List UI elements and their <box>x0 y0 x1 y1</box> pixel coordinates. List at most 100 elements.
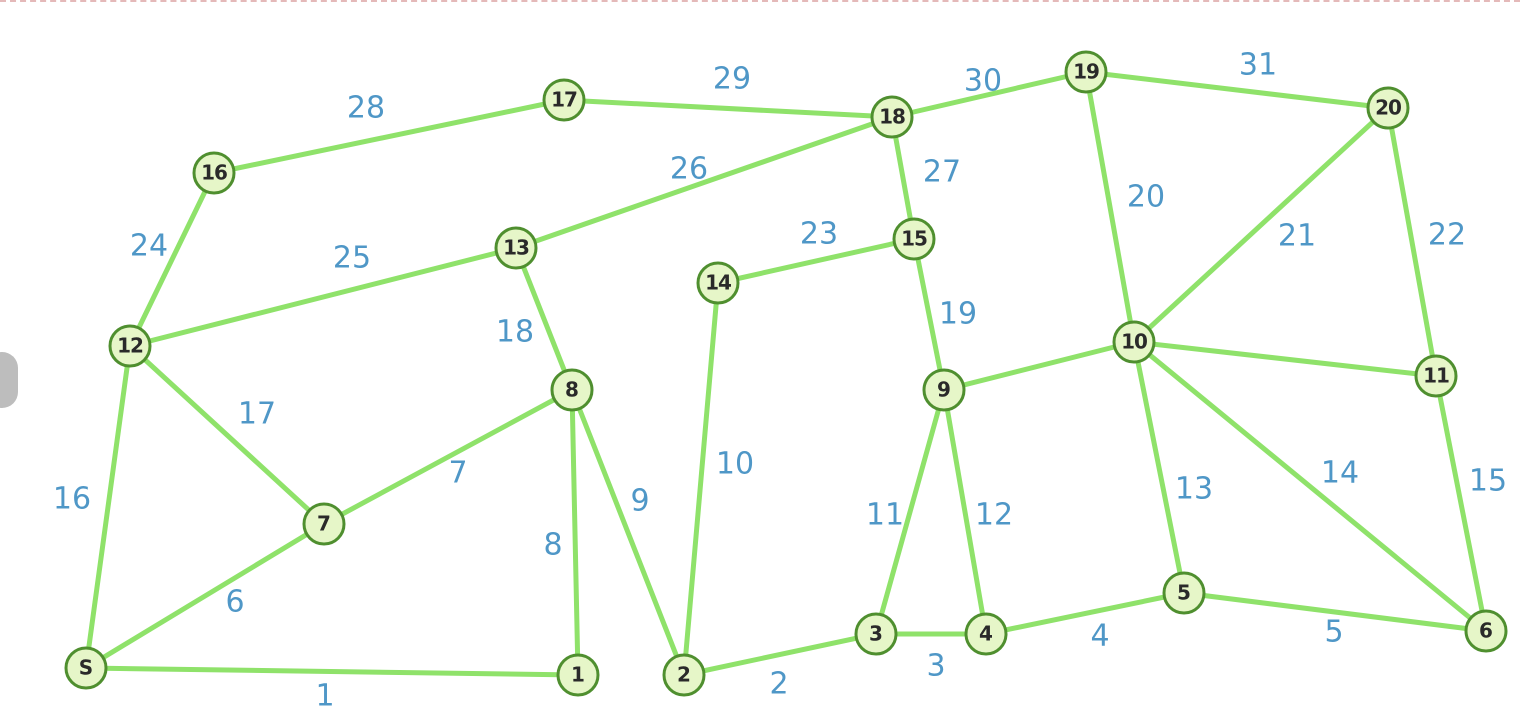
node-11: 11 <box>1414 354 1458 398</box>
edge-12-7 <box>127 343 327 527</box>
edge-S-12 <box>83 343 133 671</box>
edge-13-8 <box>513 245 575 393</box>
edge-weight-label: 14 <box>1321 456 1359 491</box>
edge-19-10 <box>1083 69 1137 345</box>
node-14: 14 <box>696 261 740 305</box>
node-10: 10 <box>1112 320 1156 364</box>
node-19: 19 <box>1064 50 1108 94</box>
node-label: S <box>79 656 93 680</box>
edge-weight-label: 26 <box>670 152 708 187</box>
edge-14-15 <box>715 236 917 286</box>
node-circle <box>108 324 152 368</box>
node-label: 5 <box>1177 581 1191 605</box>
edge-12-13 <box>127 245 519 349</box>
node-5: 5 <box>1162 571 1206 615</box>
edge-weight-label: 2 <box>769 667 788 702</box>
node-label: 14 <box>705 271 731 295</box>
edge-12-16 <box>127 170 217 349</box>
edge-weight-label: 8 <box>543 528 562 563</box>
edge-weight-label: 6 <box>225 585 244 620</box>
node-circle <box>1064 50 1108 94</box>
edge-8-2 <box>569 387 687 678</box>
edge-9-4 <box>941 387 989 637</box>
node-circle <box>1366 86 1410 130</box>
node-17: 17 <box>542 78 586 122</box>
node-circle <box>1414 354 1458 398</box>
node-label: 9 <box>937 378 951 402</box>
edge-weight-label: 5 <box>1324 615 1343 650</box>
edge-weight-label: 23 <box>800 217 838 252</box>
node-label: 7 <box>317 512 331 536</box>
node-7: 7 <box>302 502 346 546</box>
edge-weight-label: 9 <box>630 484 649 519</box>
edge-weight-label: 21 <box>1278 219 1316 254</box>
node-label: 2 <box>677 663 691 687</box>
node-label: 11 <box>1423 364 1449 388</box>
edge-7-8 <box>321 387 575 527</box>
node-circle <box>662 653 706 697</box>
node-S: S <box>64 646 108 690</box>
node-circle <box>1112 320 1156 364</box>
node-12: 12 <box>108 324 152 368</box>
node-1: 1 <box>556 653 600 697</box>
edge-weight-label: 28 <box>347 91 385 126</box>
edge-weight-label: 7 <box>448 456 467 491</box>
node-3: 3 <box>854 612 898 656</box>
node-label: 17 <box>551 88 577 112</box>
node-circle <box>696 261 740 305</box>
edge-weight-label: 17 <box>238 397 276 432</box>
node-circle <box>964 612 1008 656</box>
edge-2-3 <box>681 631 879 678</box>
node-label: 19 <box>1073 60 1099 84</box>
edge-weight-label: 10 <box>716 447 754 482</box>
edge-weight-label: 4 <box>1090 619 1109 654</box>
node-circle <box>1162 571 1206 615</box>
edge-3-9 <box>873 387 947 637</box>
edge-11-6 <box>1433 373 1489 634</box>
edge-weight-label: 15 <box>1469 464 1507 499</box>
node-label: 15 <box>901 227 927 251</box>
node-label: 4 <box>979 622 993 646</box>
edge-18-19 <box>889 69 1089 120</box>
node-4: 4 <box>964 612 1008 656</box>
node-20: 20 <box>1366 86 1410 130</box>
edge-S-7 <box>83 521 327 671</box>
node-label: 16 <box>201 161 227 185</box>
edge-10-5 <box>1131 339 1187 596</box>
edge-9-10 <box>941 339 1137 393</box>
edge-weight-label: 22 <box>1428 218 1466 253</box>
node-label: 13 <box>503 236 529 260</box>
node-label: 1 <box>571 663 585 687</box>
node-label: 20 <box>1375 96 1401 120</box>
edge-weight-label: 3 <box>926 649 945 684</box>
edge-20-11 <box>1385 105 1439 379</box>
node-label: 6 <box>1479 619 1493 643</box>
edge-5-6 <box>1181 590 1489 634</box>
edge-weight-label: 11 <box>866 498 904 533</box>
node-circle <box>1464 609 1508 653</box>
edge-1-8 <box>569 387 581 678</box>
edge-13-18 <box>513 114 895 251</box>
node-circle <box>854 612 898 656</box>
node-circle <box>892 217 936 261</box>
edge-weight-label: 1 <box>315 679 334 706</box>
edge-weight-label: 24 <box>130 229 168 264</box>
node-circle <box>556 653 600 697</box>
node-label: 3 <box>869 622 883 646</box>
node-label: 18 <box>879 105 905 129</box>
node-2: 2 <box>662 653 706 697</box>
edge-weight-label: 20 <box>1127 180 1165 215</box>
edge-weight-label: 30 <box>964 64 1002 99</box>
edge-weight-label: 29 <box>713 62 751 97</box>
scroll-handle[interactable] <box>0 352 18 408</box>
edge-10-6 <box>1131 339 1489 634</box>
edge-weight-label: 25 <box>333 241 371 276</box>
edge-4-5 <box>983 590 1187 637</box>
edge-weight-label: 31 <box>1239 48 1277 83</box>
node-circle <box>922 368 966 412</box>
node-6: 6 <box>1464 609 1508 653</box>
edge-weight-label: 18 <box>496 315 534 350</box>
node-8: 8 <box>550 368 594 412</box>
edge-10-20 <box>1131 105 1391 345</box>
node-13: 13 <box>494 226 538 270</box>
